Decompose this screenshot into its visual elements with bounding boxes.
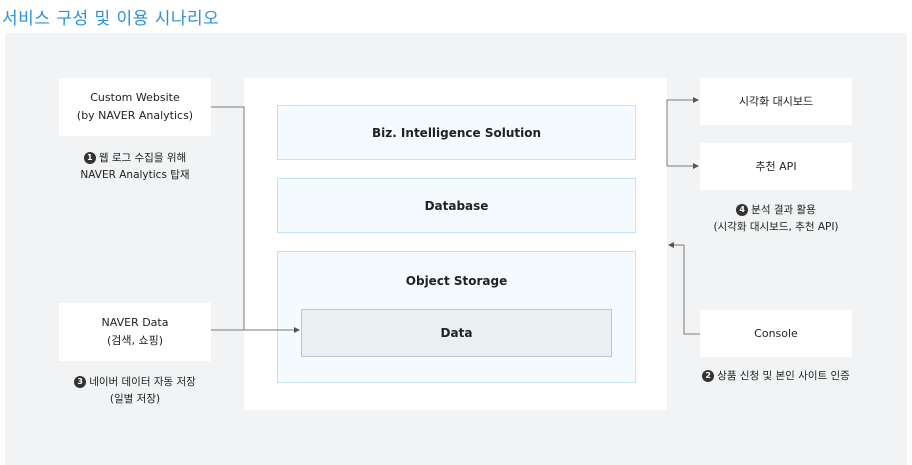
step-1-badge: 1 (83, 152, 96, 164)
note-1-line1: 웹 로그 수집을 위해 (98, 152, 187, 164)
note-3-line2: (일별 저장) (109, 393, 161, 405)
custom-website-box: Custom Website (by NAVER Analytics) (59, 78, 211, 136)
custom-website-label: Custom Website (90, 91, 180, 104)
note-1-line2: NAVER Analytics 탑재 (80, 169, 190, 181)
naver-data-box: NAVER Data (검색, 쇼핑) (59, 303, 211, 361)
note-4-line1: 분석 결과 활용 (751, 204, 816, 216)
page-title: 서비스 구성 및 이용 시나리오 (2, 9, 220, 29)
dashboard-box: 시각화 대시보드 (700, 78, 852, 125)
step-2-badge: 2 (702, 370, 715, 382)
data-box: Data (301, 309, 612, 357)
website-to-data-line (211, 106, 300, 333)
naver-data-sublabel: (검색, 쇼핑) (106, 334, 164, 347)
object-storage-label: Object Storage (405, 274, 508, 288)
platform-to-dashboard-line (666, 97, 699, 166)
custom-website-sublabel: (by NAVER Analytics) (76, 109, 194, 122)
biz-intelligence-box: Biz. Intelligence Solution (277, 105, 636, 160)
recommend-api-box: 추천 API (700, 143, 852, 190)
console-to-platform-line (668, 242, 700, 335)
note-4-line2: (시각화 대시보드, 추천 API) (713, 221, 839, 233)
note-2-line1: 상품 신청 및 본인 사이트 인증 (717, 370, 850, 382)
console-box: Console (700, 310, 852, 357)
note-3-line1: 네이버 데이터 자동 저장 (89, 376, 196, 388)
step-3-badge: 3 (74, 376, 87, 388)
database-box: Database (277, 178, 636, 233)
step-4-badge: 4 (736, 204, 749, 216)
naver-data-label: NAVER Data (101, 316, 169, 329)
